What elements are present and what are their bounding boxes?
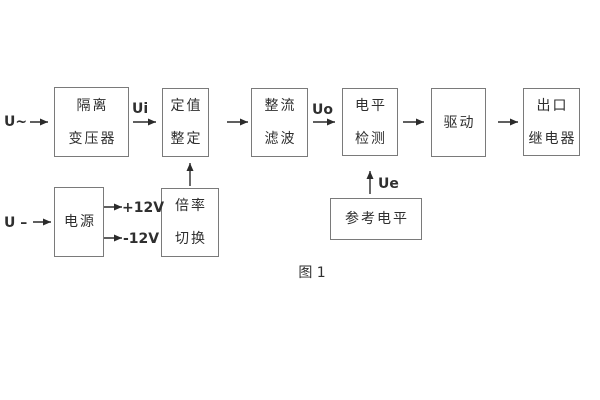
block-level-detect: 电平 检测 xyxy=(342,88,398,156)
block-label: 继电器 xyxy=(528,130,577,147)
block-label: 检测 xyxy=(355,130,387,147)
block-label: 滤波 xyxy=(264,131,297,147)
block-label: 驱动 xyxy=(443,114,476,131)
figure-caption: 图 1 xyxy=(298,265,326,281)
block-label: 切换 xyxy=(175,231,207,247)
signal-label-minus12v: -12V xyxy=(123,231,160,247)
block-label: 定值 xyxy=(170,98,203,114)
block-setting-adjust: 定值 整定 xyxy=(162,88,209,157)
block-label: 电平 xyxy=(355,97,387,114)
block-output-relay: 出口 继电器 xyxy=(523,88,580,156)
block-isolation-transformer: 隔离 变压器 xyxy=(54,87,129,157)
block-label: 倍率 xyxy=(175,198,207,214)
block-label: 出口 xyxy=(536,97,569,114)
signal-label-u-ac: U~ xyxy=(4,114,28,130)
block-label: 隔离 xyxy=(76,97,109,114)
signal-label-plus12v: +12V xyxy=(122,200,165,216)
block-ratio-switch: 倍率 切换 xyxy=(161,188,219,257)
signal-label-ui: Ui xyxy=(132,101,149,117)
block-drive: 驱动 xyxy=(431,88,486,157)
block-power-supply: 电源 xyxy=(54,187,104,257)
signal-label-ue: Ue xyxy=(378,176,399,192)
block-label: 整定 xyxy=(170,131,203,147)
signal-label-u-dc: U – xyxy=(4,215,28,231)
block-reference-level: 参考电平 xyxy=(330,198,422,240)
block-label: 参考电平 xyxy=(345,211,409,227)
block-rectifier-filter: 整流 滤波 xyxy=(251,88,308,157)
block-label: 变压器 xyxy=(68,130,117,147)
block-label: 整流 xyxy=(264,98,297,114)
block-label: 电源 xyxy=(64,214,96,230)
signal-label-uo: Uo xyxy=(312,102,333,118)
